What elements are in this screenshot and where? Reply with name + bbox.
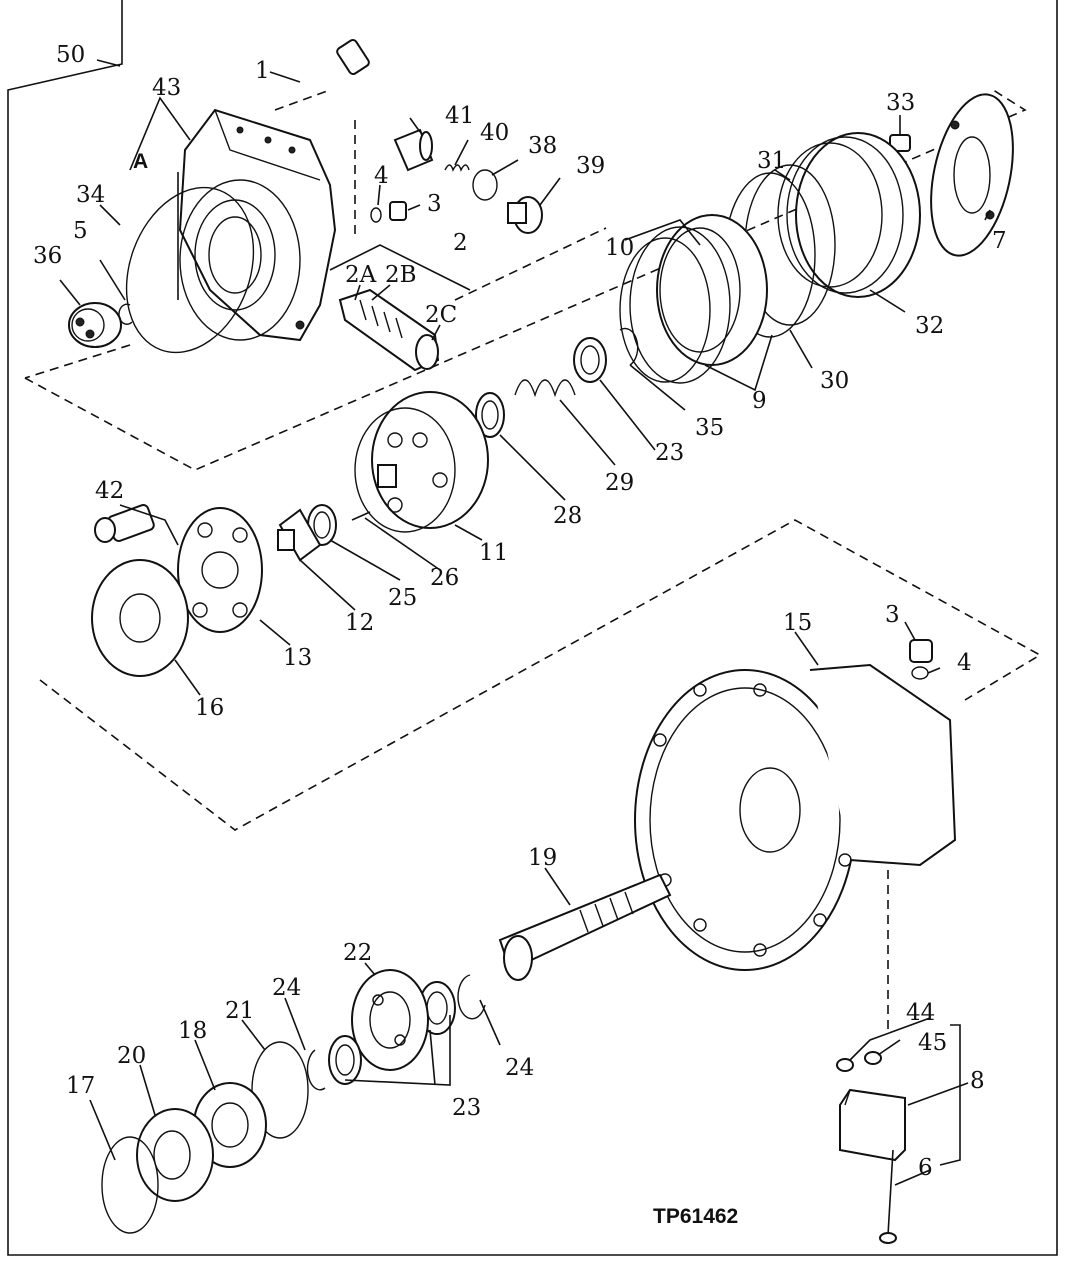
block-part-8: [836, 1051, 906, 1244]
label-25: 25: [388, 585, 417, 611]
label-12: 12: [345, 610, 374, 636]
plug-part-3-upper: [370, 201, 407, 223]
label-2A: 2A: [345, 262, 377, 288]
ball-guide-part-12: [277, 508, 322, 562]
label-45: 45: [918, 1030, 947, 1056]
o-ring-part-21: [251, 1041, 309, 1139]
label-20: 20: [117, 1043, 146, 1069]
label-2: 2: [453, 230, 468, 256]
label-32: 32: [915, 313, 944, 339]
label-5: 5: [73, 218, 88, 244]
label-22: 22: [343, 940, 372, 966]
o-ring-part-38: [472, 169, 498, 201]
plug-part-41: [393, 128, 434, 172]
pin-part-26: [351, 511, 371, 521]
shaft-part-19: [498, 873, 672, 981]
washer-part-28: [475, 392, 505, 438]
discs-part-9: [619, 226, 731, 384]
label-31: 31: [757, 148, 786, 174]
plates-part-10: [656, 214, 768, 366]
snap-ring-part-5: [118, 303, 133, 325]
snap-ring-part-24-right: [457, 974, 486, 1020]
label-29: 29: [605, 470, 634, 496]
label-3-upper: 3: [427, 191, 442, 217]
bearing-part-22: [351, 969, 429, 1071]
label-36: 36: [33, 243, 62, 269]
label-7: 7: [992, 228, 1007, 254]
label-40: 40: [480, 120, 509, 146]
piston-part-42: [94, 504, 155, 543]
label-6: 6: [918, 1155, 933, 1181]
label-26: 26: [430, 565, 459, 591]
snap-ring-part-24-left: [306, 1049, 326, 1091]
retainer-plate-part-13: [177, 507, 263, 633]
label-34: 34: [76, 182, 105, 208]
label-2B: 2B: [385, 262, 417, 288]
label-16: 16: [195, 695, 224, 721]
label-33: 33: [886, 90, 915, 116]
label-18: 18: [178, 1018, 207, 1044]
label-39: 39: [576, 153, 605, 179]
plug-part-39: [507, 196, 543, 234]
label-41: 41: [445, 103, 474, 129]
spring-part-29: [514, 379, 576, 398]
label-2C: 2C: [425, 302, 457, 328]
label-30: 30: [820, 368, 849, 394]
label-11: 11: [479, 540, 508, 566]
bolt-part-1: [288, 38, 370, 100]
o-ring-part-4-lower: [911, 666, 929, 680]
leader-lines: [59, 71, 991, 1186]
valve-plate-part-7: [930, 93, 1014, 257]
o-ring-part-34: [125, 186, 255, 354]
snap-ring-part-17: [101, 1136, 159, 1234]
label-17: 17: [66, 1073, 95, 1099]
label-44: 44: [906, 1000, 935, 1026]
snap-ring-part-35: [619, 327, 639, 366]
label-8: 8: [970, 1068, 985, 1094]
label-42: 42: [95, 478, 124, 504]
housing-part-15: [634, 663, 957, 971]
cover-part-32: [777, 132, 921, 298]
label-15: 15: [783, 610, 812, 636]
figure-code: TP61462: [653, 1205, 738, 1228]
label-A: A: [133, 150, 148, 173]
label-28: 28: [553, 503, 582, 529]
bearing-part-36: [68, 302, 122, 348]
swash-plate-part-16: [91, 559, 189, 677]
label-24-right: 24: [505, 1055, 534, 1081]
label-21: 21: [225, 998, 254, 1024]
plug-part-3-lower: [909, 639, 933, 663]
label-38: 38: [528, 133, 557, 159]
label-35: 35: [695, 415, 724, 441]
housing-part-43: [178, 108, 337, 342]
washer-part-23-lower-b: [328, 1035, 362, 1085]
label-23-upper: 23: [655, 440, 684, 466]
label-13: 13: [283, 645, 312, 671]
outer-frame: 50: [7, 0, 1058, 1256]
label-24-left: 24: [272, 975, 301, 1001]
cylinder-block-part-11: [354, 391, 489, 533]
label-3-lower: 3: [885, 602, 900, 628]
label-23-lower: 23: [452, 1095, 481, 1121]
label-43: 43: [152, 75, 181, 101]
alignment-lines: [24, 87, 1042, 1035]
label-10: 10: [605, 235, 634, 261]
label-19: 19: [528, 845, 557, 871]
spool-part-2: [338, 288, 440, 372]
spring-part-40: [444, 164, 470, 172]
label-1: 1: [255, 58, 270, 84]
label-4-upper: 4: [374, 163, 389, 189]
label-9: 9: [752, 388, 767, 414]
frame-label: 50: [56, 42, 85, 68]
label-4-lower: 4: [957, 650, 972, 676]
callout-labels: 1 43 A 41 40 38 39 4 3 34 2 2A 2B 2C 36 …: [33, 58, 1007, 1181]
seal-part-20: [136, 1108, 214, 1202]
washer-part-23-upper: [573, 337, 607, 383]
